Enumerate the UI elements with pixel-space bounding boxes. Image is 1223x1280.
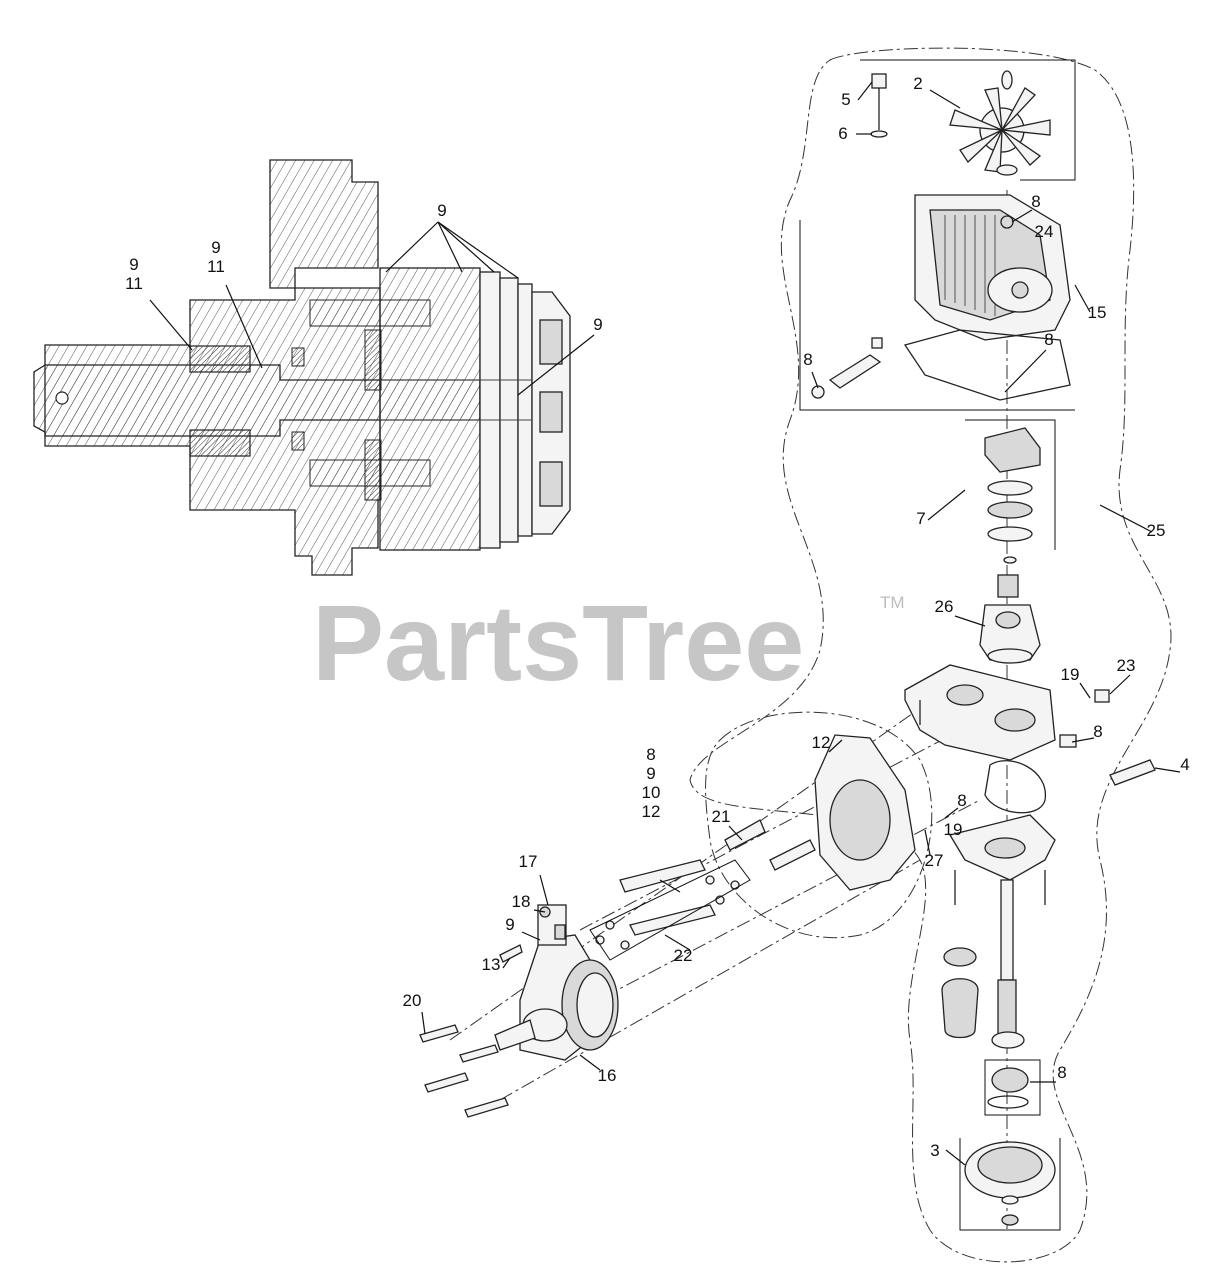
callout-8: 8 <box>1044 330 1053 349</box>
callout-number: 8 <box>1044 330 1053 349</box>
callout-number: 5 <box>841 90 850 109</box>
callout-number: 8 <box>803 350 812 369</box>
callout-number: 13 <box>482 955 501 974</box>
callout-number: 8 <box>646 745 655 764</box>
callout-17: 17 <box>519 852 538 871</box>
end-housing <box>419 904 619 1118</box>
callout-23: 23 <box>1117 656 1136 675</box>
housing-cover <box>811 194 1071 401</box>
callout-number: 8 <box>1031 192 1040 211</box>
leader-lines <box>149 81 1181 1166</box>
assembly-boundaries <box>689 47 1172 1263</box>
callout-number: 11 <box>125 274 143 293</box>
callout-number: 3 <box>930 1141 939 1160</box>
input-shaft-and-pulley <box>941 814 1056 1226</box>
callout-number: 19 <box>944 820 963 839</box>
callout-19: 19 <box>1061 665 1080 684</box>
callout-number: 8 <box>1093 722 1102 741</box>
callout-number: 10 <box>642 783 661 802</box>
callout-number: 2 <box>913 74 922 93</box>
callout-21: 21 <box>712 807 731 826</box>
callout-19: 19 <box>944 820 963 839</box>
mounting-bracket <box>724 734 916 891</box>
callout-8: 8 <box>957 791 966 810</box>
callout-number: 19 <box>1061 665 1080 684</box>
callout-number: 9 <box>437 201 446 220</box>
watermark: PartsTree TM <box>312 582 905 703</box>
callout-8: 8 <box>1057 1063 1066 1082</box>
callout-number: 27 <box>925 851 944 870</box>
callout-number: 15 <box>1088 303 1107 322</box>
watermark-text: PartsTree <box>312 582 804 703</box>
callout-number: 9 <box>505 915 514 934</box>
callout-9: 9 <box>505 915 514 934</box>
callout-number: 16 <box>598 1066 617 1085</box>
callout-9: 9 <box>437 201 446 220</box>
callout-16: 16 <box>598 1066 617 1085</box>
callout-26: 26 <box>935 597 954 616</box>
callout-number: 9 <box>211 238 220 257</box>
cylinder-block <box>979 574 1041 664</box>
callout-27: 27 <box>925 851 944 870</box>
callout-number: 8 <box>1057 1063 1066 1082</box>
callout-22: 22 <box>674 946 693 965</box>
callout-number: 6 <box>838 124 847 143</box>
callout-number: 12 <box>812 733 831 752</box>
callout-15: 15 <box>1088 303 1107 322</box>
callout-8: 8 <box>803 350 812 369</box>
cross-section-view <box>33 159 571 576</box>
callout-number: 21 <box>712 807 731 826</box>
callout-4: 4 <box>1180 755 1189 774</box>
callout-number: 25 <box>1147 521 1166 540</box>
swashplate-bearing-set <box>984 427 1041 564</box>
callout-24: 24 <box>1035 222 1054 241</box>
callout-8: 8 <box>1031 192 1040 211</box>
callout-8: 8 <box>1093 722 1102 741</box>
callout-20: 20 <box>403 991 422 1010</box>
callout-7: 7 <box>916 509 925 528</box>
callout-number: 9 <box>593 315 602 334</box>
callout-number: 20 <box>403 991 422 1010</box>
callout-25: 25 <box>1147 521 1166 540</box>
callout-6: 6 <box>838 124 847 143</box>
callout-number: 24 <box>1035 222 1054 241</box>
callout-2: 2 <box>913 74 922 93</box>
callout-number: 26 <box>935 597 954 616</box>
trademark-symbol: TM <box>880 593 905 612</box>
callout-5: 5 <box>841 90 850 109</box>
cooling-fan <box>949 70 1051 176</box>
callout-13: 13 <box>482 955 501 974</box>
callout-number: 4 <box>1180 755 1189 774</box>
callout-18: 18 <box>512 892 531 911</box>
callout-number: 12 <box>642 802 661 821</box>
callout-number: 7 <box>916 509 925 528</box>
charge-pump-parts <box>589 859 751 961</box>
callout-number: 17 <box>519 852 538 871</box>
callout-12: 12 <box>812 733 831 752</box>
callout-number: 11 <box>207 257 225 276</box>
center-section <box>904 664 1156 814</box>
callout-number: 22 <box>674 946 693 965</box>
callout-number: 9 <box>646 764 655 783</box>
callout-number: 8 <box>957 791 966 810</box>
callout-number: 23 <box>1117 656 1136 675</box>
callout-number: 18 <box>512 892 531 911</box>
callout-number: 9 <box>129 255 138 274</box>
callout-3: 3 <box>930 1141 939 1160</box>
callout-9: 9 <box>593 315 602 334</box>
dipstick <box>870 73 888 138</box>
